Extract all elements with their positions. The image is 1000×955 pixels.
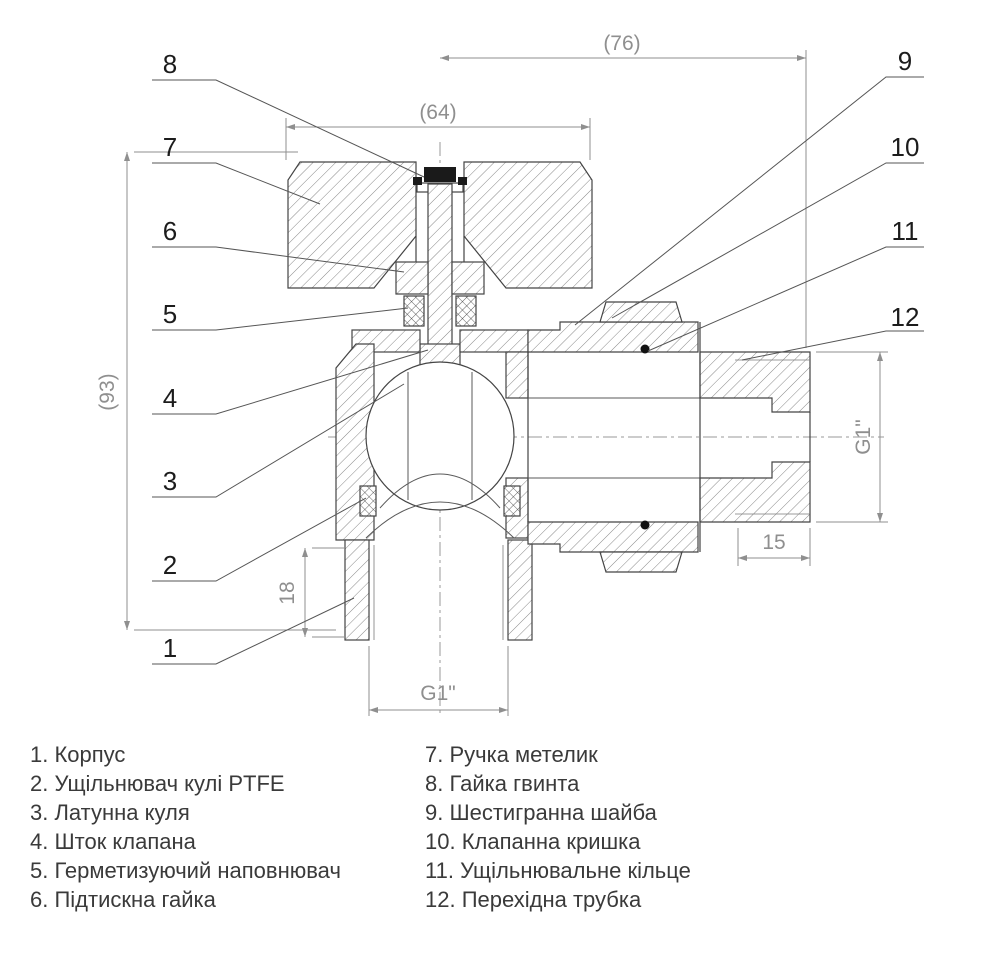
leader-12 — [741, 330, 924, 361]
legend-column-right: 7. Ручка метелик 8. Гайка гвинта 9. Шест… — [425, 740, 691, 914]
part-number-5: 5 — [163, 299, 177, 329]
legend-item-6: 6. Підтискна гайка — [30, 887, 216, 912]
part-number-11: 11 — [892, 216, 919, 246]
sealing-packing — [403, 295, 477, 327]
legend-item-11: 11. Ущільнювальне кільце — [425, 858, 691, 883]
dimension-g1-right — [816, 351, 888, 523]
dimension-label-total-height: (93) — [96, 373, 119, 410]
part-number-3: 3 — [163, 466, 177, 496]
brass-ball — [365, 361, 515, 539]
adapter-tube — [699, 322, 811, 552]
legend-item-9: 9. Шестигранна шайба — [425, 800, 657, 825]
legend-item-8: 8. Гайка гвинта — [425, 771, 580, 796]
leader-lines — [152, 76, 924, 665]
dimensions — [124, 50, 888, 716]
part-number-4: 4 — [163, 383, 177, 413]
butterfly-handle — [287, 161, 593, 289]
valve-technical-drawing: (76) (64) (93) 18 15 G1" G1" 8 7 6 5 — [96, 32, 924, 716]
part-number-8: 8 — [163, 49, 177, 79]
gland-nut — [395, 261, 485, 295]
dimension-label-thread-right: G1" — [852, 419, 875, 454]
dimension-label-total-width: (76) — [603, 32, 640, 55]
legend-item-5: 5. Герметизуючий наповнювач — [30, 858, 341, 883]
legend-column-left: 1. Корпус 2. Ущільнювач кулі PTFE 3. Лат… — [30, 740, 341, 914]
part-number-1: 1 — [163, 633, 177, 663]
hex-washer — [599, 301, 683, 573]
bottom-port — [344, 539, 533, 641]
leader-7 — [152, 162, 321, 205]
leader-11 — [647, 246, 924, 352]
leader-9 — [574, 76, 924, 326]
part-number-9: 9 — [898, 46, 912, 76]
leader-8 — [152, 79, 425, 178]
leader-3 — [152, 383, 405, 498]
part-number-6: 6 — [163, 216, 177, 246]
dimension-g1-bottom — [368, 646, 509, 716]
valve-bonnet — [527, 321, 700, 553]
legend-item-1: 1. Корпус — [30, 742, 126, 767]
legend-item-7: 7. Ручка метелик — [425, 742, 598, 767]
part-number-12: 12 — [891, 302, 920, 332]
dimension-label-thread-bottom: G1" — [420, 682, 455, 705]
valve-section — [287, 161, 811, 641]
dimension-label-handle-width: (64) — [419, 101, 456, 124]
dimension-18 — [302, 547, 344, 638]
leader-5 — [152, 307, 409, 331]
leader-1 — [152, 597, 355, 665]
dimension-label-thread-length: 15 — [762, 531, 785, 554]
legend-item-10: 10. Клапанна кришка — [425, 829, 641, 854]
dimension-64 — [285, 118, 591, 160]
legend-item-2: 2. Ущільнювач кулі PTFE — [30, 771, 285, 796]
dimension-15 — [737, 528, 811, 566]
part-number-10: 10 — [891, 132, 920, 162]
leader-6 — [152, 246, 405, 273]
dimension-label-port-depth: 18 — [276, 581, 299, 604]
part-number-7: 7 — [163, 132, 177, 162]
part-number-2: 2 — [163, 550, 177, 580]
part-numbers: 8 7 6 5 4 3 2 1 9 10 11 12 — [163, 46, 920, 663]
leader-10 — [611, 162, 924, 319]
legend-item-3: 3. Латунна куля — [30, 800, 190, 825]
ball-seals — [359, 485, 521, 517]
o-rings — [640, 344, 650, 530]
dimension-76 — [440, 50, 807, 348]
leader-4 — [152, 349, 429, 415]
leader-2 — [152, 497, 367, 582]
legend-item-4: 4. Шток клапана — [30, 829, 196, 854]
legend-item-12: 12. Перехідна трубка — [425, 887, 642, 912]
